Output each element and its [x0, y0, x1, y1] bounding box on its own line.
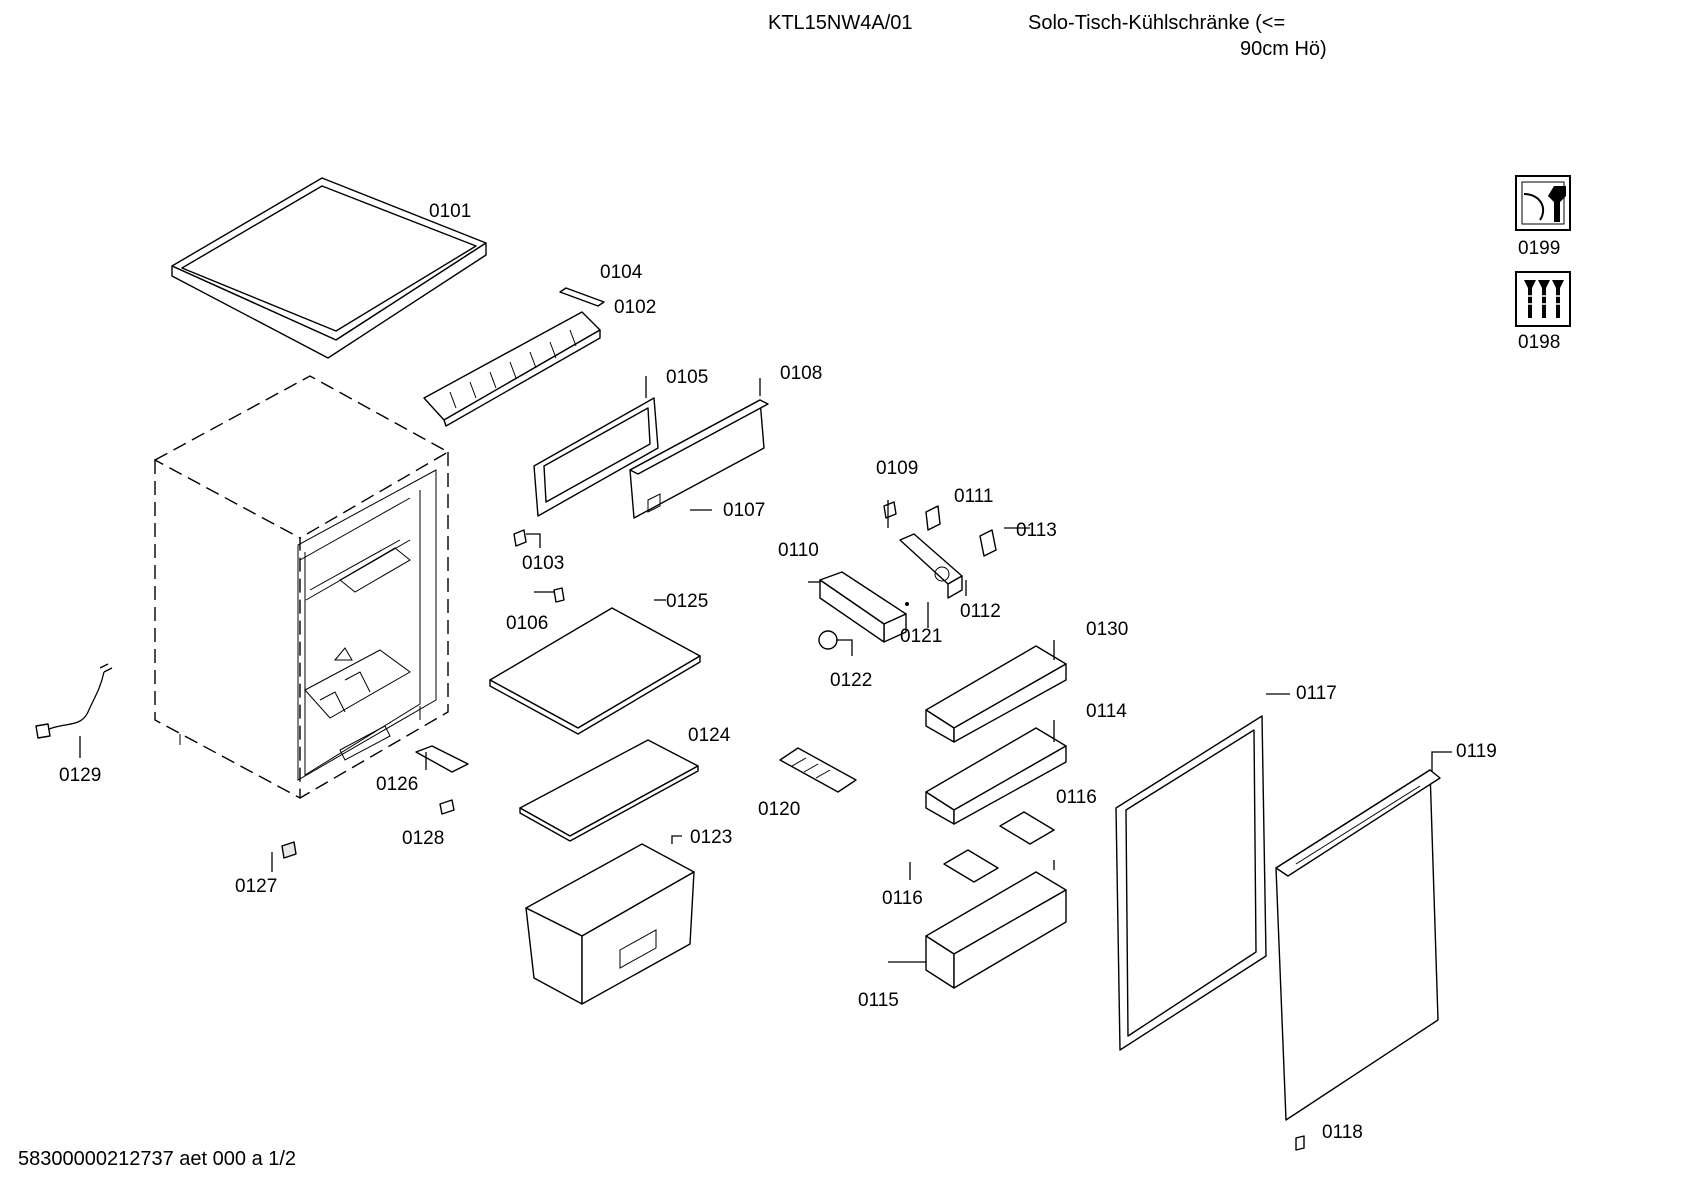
part-lamp-cover-frame[interactable]	[533, 397, 659, 517]
label-0116-a: 0116	[1056, 787, 1097, 808]
label-0122: 0122	[830, 670, 872, 691]
part-glass-shelf-0124[interactable]	[519, 739, 699, 842]
part-switch-0111[interactable]	[925, 505, 941, 531]
part-clip-0103[interactable]	[513, 529, 527, 547]
label-0126: 0126	[376, 774, 418, 795]
part-labels: 0101 0104 0102 0105 0108 0107 0103 0106 …	[59, 201, 1560, 1143]
part-crisper-drawer[interactable]	[525, 843, 695, 1005]
part-door-shelf-0130[interactable]	[925, 645, 1067, 743]
part-screw-0121	[905, 602, 909, 606]
label-0110: 0110	[778, 540, 819, 561]
part-knob-0122[interactable]	[818, 630, 838, 650]
part-light-housing[interactable]	[423, 311, 601, 427]
part-egg-tray[interactable]	[779, 747, 857, 793]
label-0108: 0108	[780, 363, 822, 384]
label-0198: 0198	[1518, 332, 1560, 353]
label-0113: 0113	[1016, 520, 1057, 541]
label-0129: 0129	[59, 765, 101, 786]
label-0116-b: 0116	[882, 888, 923, 909]
label-0119: 0119	[1456, 741, 1497, 762]
label-0109: 0109	[876, 458, 918, 479]
part-door-shelf-0114[interactable]	[925, 727, 1067, 825]
part-clip-0109[interactable]	[883, 501, 897, 519]
part-power-cable[interactable]	[35, 663, 113, 739]
part-bottom-hinge[interactable]	[415, 745, 469, 773]
screws-icon[interactable]	[1515, 271, 1571, 327]
label-0127: 0127	[235, 876, 277, 897]
label-0114: 0114	[1086, 701, 1127, 722]
part-cap-0128[interactable]	[439, 799, 455, 815]
part-door-gasket[interactable]	[1115, 715, 1267, 1051]
label-0104: 0104	[600, 262, 643, 283]
leader-lines	[79, 376, 1452, 963]
label-0123: 0123	[690, 827, 732, 848]
label-0105: 0105	[666, 367, 708, 388]
part-thermostat-housing[interactable]	[819, 571, 907, 643]
label-0124: 0124	[688, 725, 731, 746]
label-0111: 0111	[954, 486, 993, 507]
part-foot-0127[interactable]	[281, 841, 297, 859]
model-description-line1: Solo-Tisch-Kühlschränke (<=	[1028, 12, 1286, 34]
part-door-panel[interactable]	[1275, 769, 1441, 1121]
label-0101: 0101	[429, 201, 471, 222]
label-0125: 0125	[666, 591, 708, 612]
label-0117: 0117	[1296, 683, 1337, 704]
model-description-line2: 90cm Hö)	[1240, 38, 1327, 60]
label-0128: 0128	[402, 828, 444, 849]
label-0130: 0130	[1086, 619, 1128, 640]
part-screw-0118[interactable]	[1295, 1135, 1305, 1151]
label-0107: 0107	[723, 500, 765, 521]
part-top-cover[interactable]	[171, 177, 487, 359]
label-0115: 0115	[858, 990, 899, 1011]
part-cabinet[interactable]	[154, 375, 450, 800]
part-egg-holder[interactable]	[943, 811, 1055, 883]
wrench-manual-icon[interactable]	[1515, 175, 1571, 231]
model-number: KTL15NW4A/01	[768, 12, 913, 34]
part-control-cover[interactable]	[629, 399, 769, 519]
label-0118: 0118	[1322, 1122, 1363, 1143]
part-clip[interactable]	[559, 287, 605, 307]
part-glass-shelf-0125[interactable]	[489, 607, 701, 735]
part-clip-0106[interactable]	[553, 587, 565, 603]
label-0106: 0106	[506, 613, 548, 634]
part-clip-0113[interactable]	[979, 529, 997, 557]
label-0199: 0199	[1518, 238, 1560, 259]
label-0103: 0103	[522, 553, 564, 574]
label-0120: 0120	[758, 799, 800, 820]
part-door-shelf-0115[interactable]	[925, 871, 1067, 989]
label-0121: 0121	[900, 626, 942, 647]
document-id: 58300000212737 aet 000 a 1/2	[18, 1148, 297, 1170]
label-0112: 0112	[960, 601, 1001, 622]
part-lamp-holder-0112[interactable]	[899, 533, 963, 599]
label-0102: 0102	[614, 297, 656, 318]
